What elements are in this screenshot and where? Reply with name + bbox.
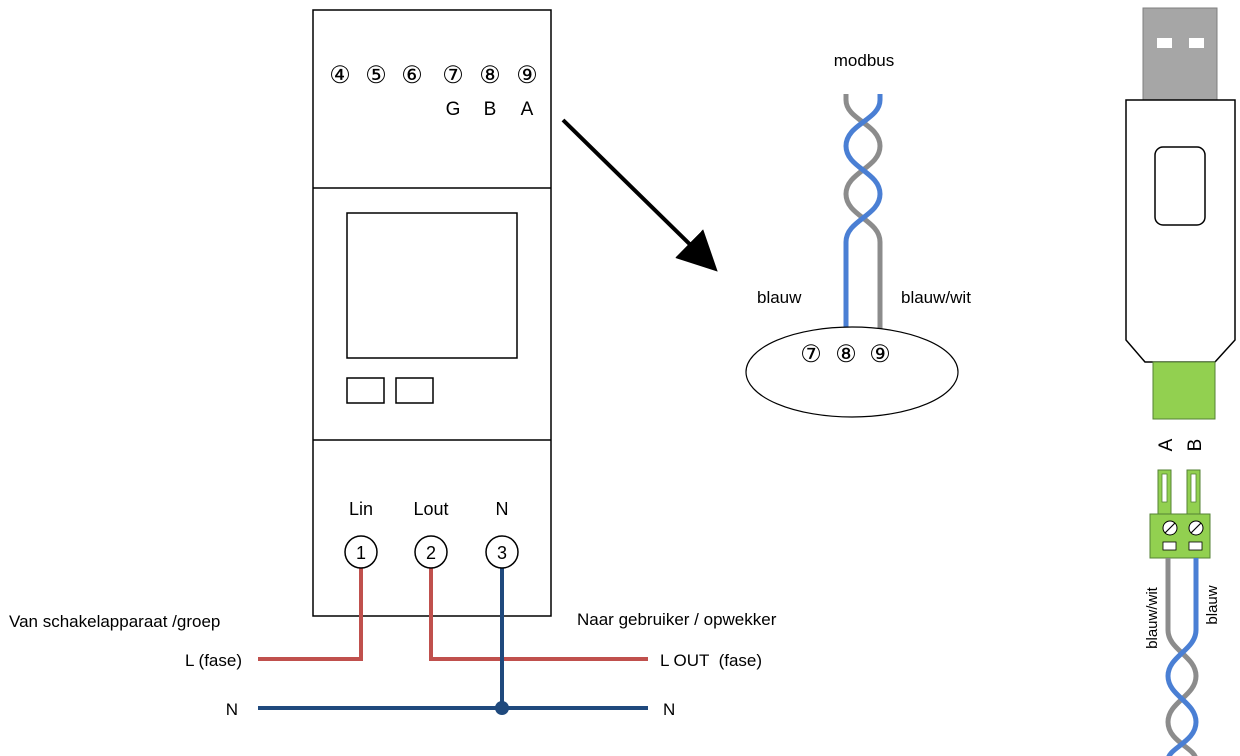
meter-display bbox=[346, 212, 518, 359]
n-in-label: N bbox=[226, 700, 238, 719]
usb-adapter-green-header bbox=[1152, 361, 1216, 420]
terminal-1-circle bbox=[344, 535, 378, 569]
terminal-3-circle bbox=[485, 535, 519, 569]
l-out-label: L OUT (fase) bbox=[660, 651, 762, 670]
mains-wiring: 1 2 3 Van schakelapparaat /groep L (fase… bbox=[9, 535, 777, 719]
usb-blue-wire bbox=[1165, 558, 1199, 756]
source-label: Van schakelapparaat /groep bbox=[9, 612, 220, 631]
modbus-title: modbus bbox=[834, 51, 894, 70]
n-out-label: N bbox=[663, 700, 675, 719]
usb-right-wire-label: blauw bbox=[1204, 585, 1221, 624]
meter-terminal-9: ⑨ bbox=[516, 62, 538, 89]
modbus-terminal-7: ⑦ bbox=[800, 341, 822, 368]
neutral-junction-dot bbox=[495, 701, 509, 715]
meter-button-left bbox=[346, 377, 385, 404]
usb-plug-hole-right bbox=[1189, 38, 1204, 48]
terminal-2-circle bbox=[414, 535, 448, 569]
terminal-1-number: 1 bbox=[356, 543, 366, 563]
modbus-detail: modbus blauw blauw/wit ⑦ ⑧ ⑨ bbox=[745, 51, 971, 418]
meter-label-lin: Lin bbox=[349, 499, 373, 519]
usb-adapter: A B blauw/wit blauw bbox=[1125, 7, 1236, 756]
usb-gray-wire bbox=[1165, 558, 1199, 756]
meter-label-lout: Lout bbox=[413, 499, 448, 519]
phase-wire-in bbox=[258, 568, 363, 661]
usb-left-wire-label: blauw/wit bbox=[1144, 586, 1161, 649]
usb-plug-hole-left bbox=[1157, 38, 1172, 48]
modbus-gray-wire bbox=[843, 94, 883, 342]
meter-terminal-5: ⑤ bbox=[365, 62, 387, 89]
l-in-label: L (fase) bbox=[185, 651, 242, 670]
usb-adapter-led-window bbox=[1154, 146, 1206, 226]
usb-pin-b-label: B bbox=[1185, 439, 1206, 452]
screw-terminal-plug bbox=[1149, 469, 1211, 559]
modbus-blue-wire bbox=[843, 94, 883, 342]
modbus-left-wire-label: blauw bbox=[757, 288, 802, 307]
usb-plug bbox=[1142, 7, 1218, 101]
modbus-right-wire-label: blauw/wit bbox=[901, 288, 971, 307]
terminal-3-number: 3 bbox=[497, 543, 507, 563]
meter-terminal-7: ⑦ bbox=[442, 62, 464, 89]
energy-meter: ④ ⑤ ⑥ ⑦ ⑧ ⑨ G B A Lin Lout N bbox=[312, 9, 552, 617]
meter-letter-a: A bbox=[521, 99, 534, 120]
terminal-2-number: 2 bbox=[426, 543, 436, 563]
usb-adapter-body bbox=[1125, 99, 1236, 363]
modbus-terminal-9: ⑨ bbox=[869, 341, 891, 368]
meter-terminal-6: ⑥ bbox=[401, 62, 423, 89]
meter-letter-b: B bbox=[484, 99, 497, 120]
meter-label-n: N bbox=[496, 499, 509, 519]
modbus-terminal-8: ⑧ bbox=[835, 341, 857, 368]
meter-letter-g: G bbox=[446, 99, 461, 120]
modbus-terminal-block bbox=[745, 326, 959, 418]
usb-pin-a-label: A bbox=[1156, 438, 1177, 451]
meter-button-right bbox=[395, 377, 434, 404]
detail-arrow bbox=[561, 118, 718, 272]
meter-terminal-4: ④ bbox=[329, 62, 351, 89]
dest-label: Naar gebruiker / opwekker bbox=[577, 610, 777, 629]
meter-terminal-8: ⑧ bbox=[479, 62, 501, 89]
phase-wire-out bbox=[429, 568, 648, 661]
